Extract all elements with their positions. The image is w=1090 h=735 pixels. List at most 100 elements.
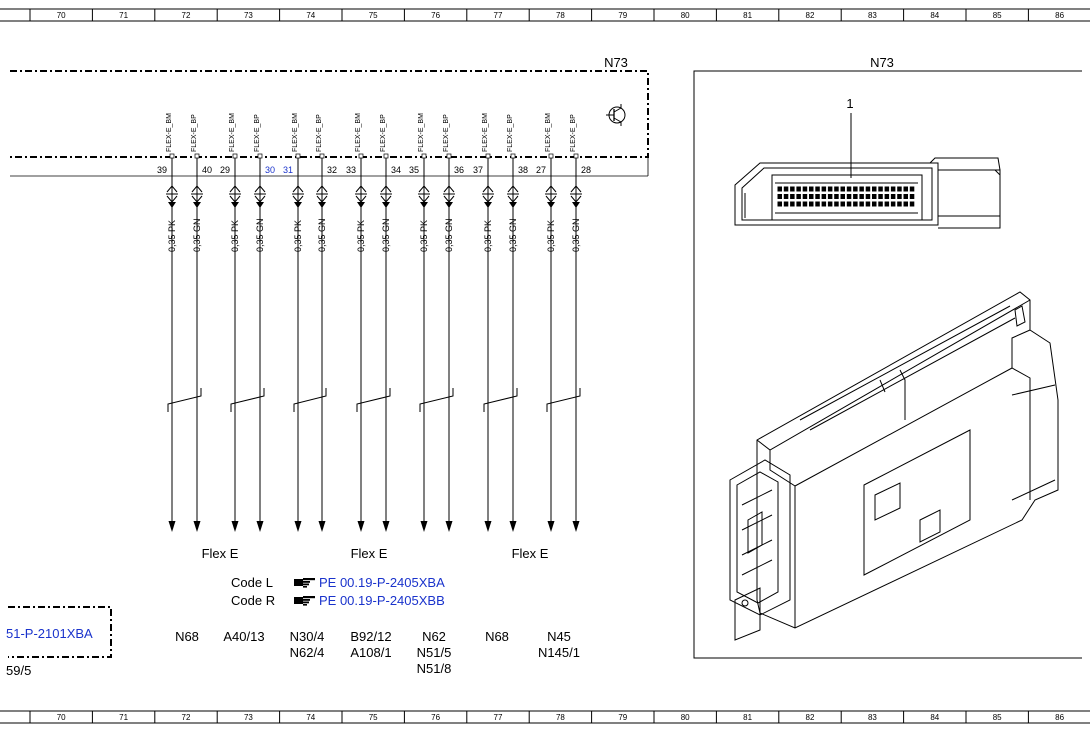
- pin-number: 28: [581, 165, 591, 175]
- pin-number: 34: [391, 165, 401, 175]
- connector-pin-dot: [809, 186, 814, 192]
- wire-end-arrow-icon: [318, 521, 326, 532]
- pin-signal-label: FLEX-E_BM: [418, 113, 425, 152]
- top-ruler-column-number: 83: [868, 11, 877, 20]
- top-ruler-column-number: 75: [369, 11, 378, 20]
- wire-spec-label: 0,35 PK: [419, 220, 429, 252]
- connector-pin-dot: [884, 186, 890, 192]
- wire-spec-label: 0,35 GN: [571, 218, 581, 252]
- top-ruler-column-number: 78: [556, 11, 565, 20]
- code-label: Code L: [231, 575, 273, 590]
- bottom-ruler-column-number: 85: [993, 713, 1002, 722]
- top-ruler-column-number: 77: [494, 11, 503, 20]
- connector-pin-dot: [783, 186, 789, 192]
- destination-label[interactable]: N68: [485, 629, 509, 644]
- pin-terminal: [510, 153, 516, 159]
- connector-pin-dot: [821, 194, 827, 199]
- destination-label[interactable]: N62/4: [290, 645, 325, 660]
- connector-pin-dot: [897, 194, 902, 199]
- top-ruler-column-number: 74: [306, 11, 315, 20]
- module-n73[interactable]: N73: [10, 55, 649, 177]
- connector-pin-dot: [821, 201, 827, 207]
- destination-label[interactable]: A108/1: [350, 645, 391, 660]
- component-view-title: N73: [870, 55, 894, 70]
- twisted-pair-marker: [419, 388, 454, 412]
- pin-number: 33: [346, 165, 356, 175]
- left-ref-link[interactable]: 51-P-2101XBA: [6, 626, 93, 641]
- destination-label[interactable]: N51/8: [417, 661, 452, 676]
- wire-end-arrow-icon: [484, 521, 492, 532]
- connector-pin-dot: [897, 186, 902, 192]
- connector-pin-dot: [777, 194, 782, 199]
- wire-end-arrow-icon: [231, 521, 239, 532]
- destination-label[interactable]: N45: [547, 629, 571, 644]
- destination-label[interactable]: N68: [175, 629, 199, 644]
- destination-label[interactable]: N145/1: [538, 645, 580, 660]
- code-link[interactable]: PE 00.19-P-2405XBB: [319, 593, 445, 608]
- connector-pin-dot: [827, 194, 833, 199]
- bottom-ruler-column-number: 76: [431, 713, 440, 722]
- left-reference-box[interactable]: 51-P-2101XBA 59/5: [6, 606, 112, 678]
- component-view: N73 1: [693, 55, 1082, 659]
- bottom-ruler-column-number: 86: [1055, 713, 1064, 722]
- connector-pin-dot: [853, 194, 858, 199]
- twisted-pair-marker: [167, 388, 202, 412]
- pin-number: 29: [220, 165, 230, 175]
- top-ruler-column-number: 86: [1055, 11, 1064, 20]
- connector-pin-dot: [796, 194, 801, 199]
- bottom-ruler-column-number: 81: [743, 713, 752, 722]
- pin-terminal: [446, 153, 452, 159]
- destination-label[interactable]: N51/5: [417, 645, 452, 660]
- wire-spec-label: 0,35 GN: [444, 218, 454, 252]
- bottom-ruler-column-number: 83: [868, 713, 877, 722]
- connector-pin-dot: [809, 194, 814, 199]
- top-ruler-column-number: 80: [681, 11, 690, 20]
- destination-label[interactable]: A40/13: [223, 629, 264, 644]
- destination-label[interactable]: B92/12: [350, 629, 391, 644]
- connector-pin-dot: [909, 186, 915, 192]
- connector-pin-dot: [872, 201, 877, 207]
- connector-pin-dot: [846, 201, 852, 207]
- connector-pin-dot: [815, 201, 820, 207]
- destination-group: N68: [485, 629, 509, 644]
- bus-label-flex-e-3: Flex E: [512, 546, 549, 561]
- twisted-pair-marker: [546, 388, 581, 412]
- twisted-pair-marker: [356, 388, 391, 412]
- connector-pin-dot: [777, 201, 782, 207]
- code-link[interactable]: PE 00.19-P-2405XBA: [319, 575, 445, 590]
- destination-label[interactable]: N62: [422, 629, 446, 644]
- connector-pin-dot: [909, 194, 915, 199]
- top-ruler-column-number: 82: [806, 11, 815, 20]
- wire-spec-label: 0,35 PK: [546, 220, 556, 252]
- left-ref-text: 59/5: [6, 663, 31, 678]
- connector-arrow-icon: [355, 185, 367, 208]
- pin-number: 37: [473, 165, 483, 175]
- wire-end-arrow-icon: [382, 521, 390, 532]
- wire-spec-label: 0,35 GN: [317, 218, 327, 252]
- code-reference-l[interactable]: Code L PE 00.19-P-2405XBA: [231, 575, 445, 590]
- destination-label[interactable]: N30/4: [290, 629, 325, 644]
- bottom-ruler-column-number: 80: [681, 713, 690, 722]
- pin-number: 39: [157, 165, 167, 175]
- code-reference-r[interactable]: Code R PE 00.19-P-2405XBB: [231, 593, 445, 608]
- wire-spec-label: 0,35 PK: [356, 220, 366, 252]
- connector-pin-dot: [802, 186, 808, 192]
- twisted-pair-marker: [293, 388, 327, 412]
